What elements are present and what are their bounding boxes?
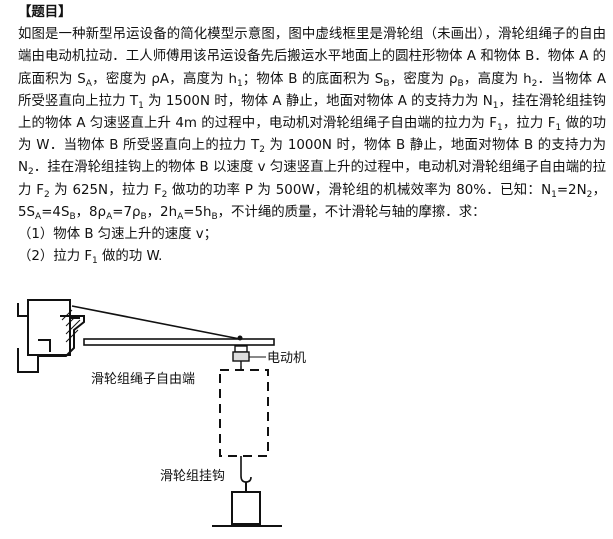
boom-beam [83,338,275,346]
pulley-hook [240,456,252,483]
hook-label: 滑轮组挂钩 [160,469,225,484]
pivot-point [237,335,243,341]
problem-paragraph: 如图是一种新型吊运设备的简化模型示意图，图中虚线框里是滑轮组（未画出），滑轮组绳… [18,27,607,222]
problem-heading: 【题目】 [18,5,72,20]
question-1: （1）物体 B 匀速上升的速度 v； [18,227,218,243]
motor-label: 电动机 [267,351,306,366]
rope-free-end-label: 滑轮组绳子自由端 [91,372,195,387]
hanging-object [231,482,261,525]
problem-text: 【题目】 如图是一种新型吊运设备的简化模型示意图，图中虚线框里是滑轮组（未画出）… [18,2,606,268]
crane-diagram: 电动机 滑轮组绳子自由端 滑轮组挂钩 [17,299,306,527]
question-2: （2）拉力 F1 做的功 W. [18,249,163,267]
motor [232,345,250,366]
pulley-block-dashed-box [219,369,269,457]
support-cable [71,305,241,340]
wall-bracket [17,299,85,373]
bracket-hatch [61,309,81,343]
